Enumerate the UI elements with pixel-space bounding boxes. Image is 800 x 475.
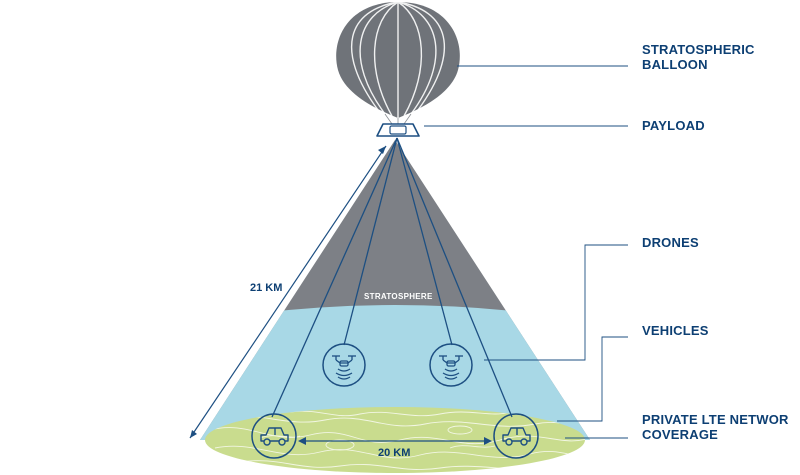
width-arrow: [298, 437, 492, 445]
label-stratospheric-balloon: STRATOSPHERIC BALLOON: [642, 42, 755, 72]
balloon-icon: [336, 1, 460, 125]
label-coverage-line1: PRIVATE LTE NETWOR: [642, 412, 789, 427]
vehicle-icon: [493, 413, 539, 459]
label-width: 20 KM: [378, 447, 411, 459]
signal-beams: [271, 137, 513, 418]
payload-icon: [376, 123, 420, 137]
ground-area: [205, 407, 585, 473]
label-balloon-line1: STRATOSPHERIC: [642, 42, 755, 57]
label-vehicles: VEHICLES: [642, 323, 709, 338]
vehicle-icon: [251, 413, 297, 459]
drone-icon: [429, 343, 473, 387]
label-altitude: 21 KM: [250, 282, 283, 294]
callout-lines: [424, 65, 628, 439]
label-lte-coverage: PRIVATE LTE NETWOR COVERAGE: [642, 412, 800, 442]
label-balloon-line2: BALLOON: [642, 57, 708, 72]
drone-icon: [322, 343, 366, 387]
label-coverage-line2: COVERAGE: [642, 427, 719, 442]
label-drones: DRONES: [642, 235, 699, 250]
label-stratosphere: STRATOSPHERE: [364, 292, 433, 301]
altitude-arrow: [189, 145, 387, 439]
coverage-cone: [200, 140, 590, 440]
label-payload: PAYLOAD: [642, 118, 705, 133]
